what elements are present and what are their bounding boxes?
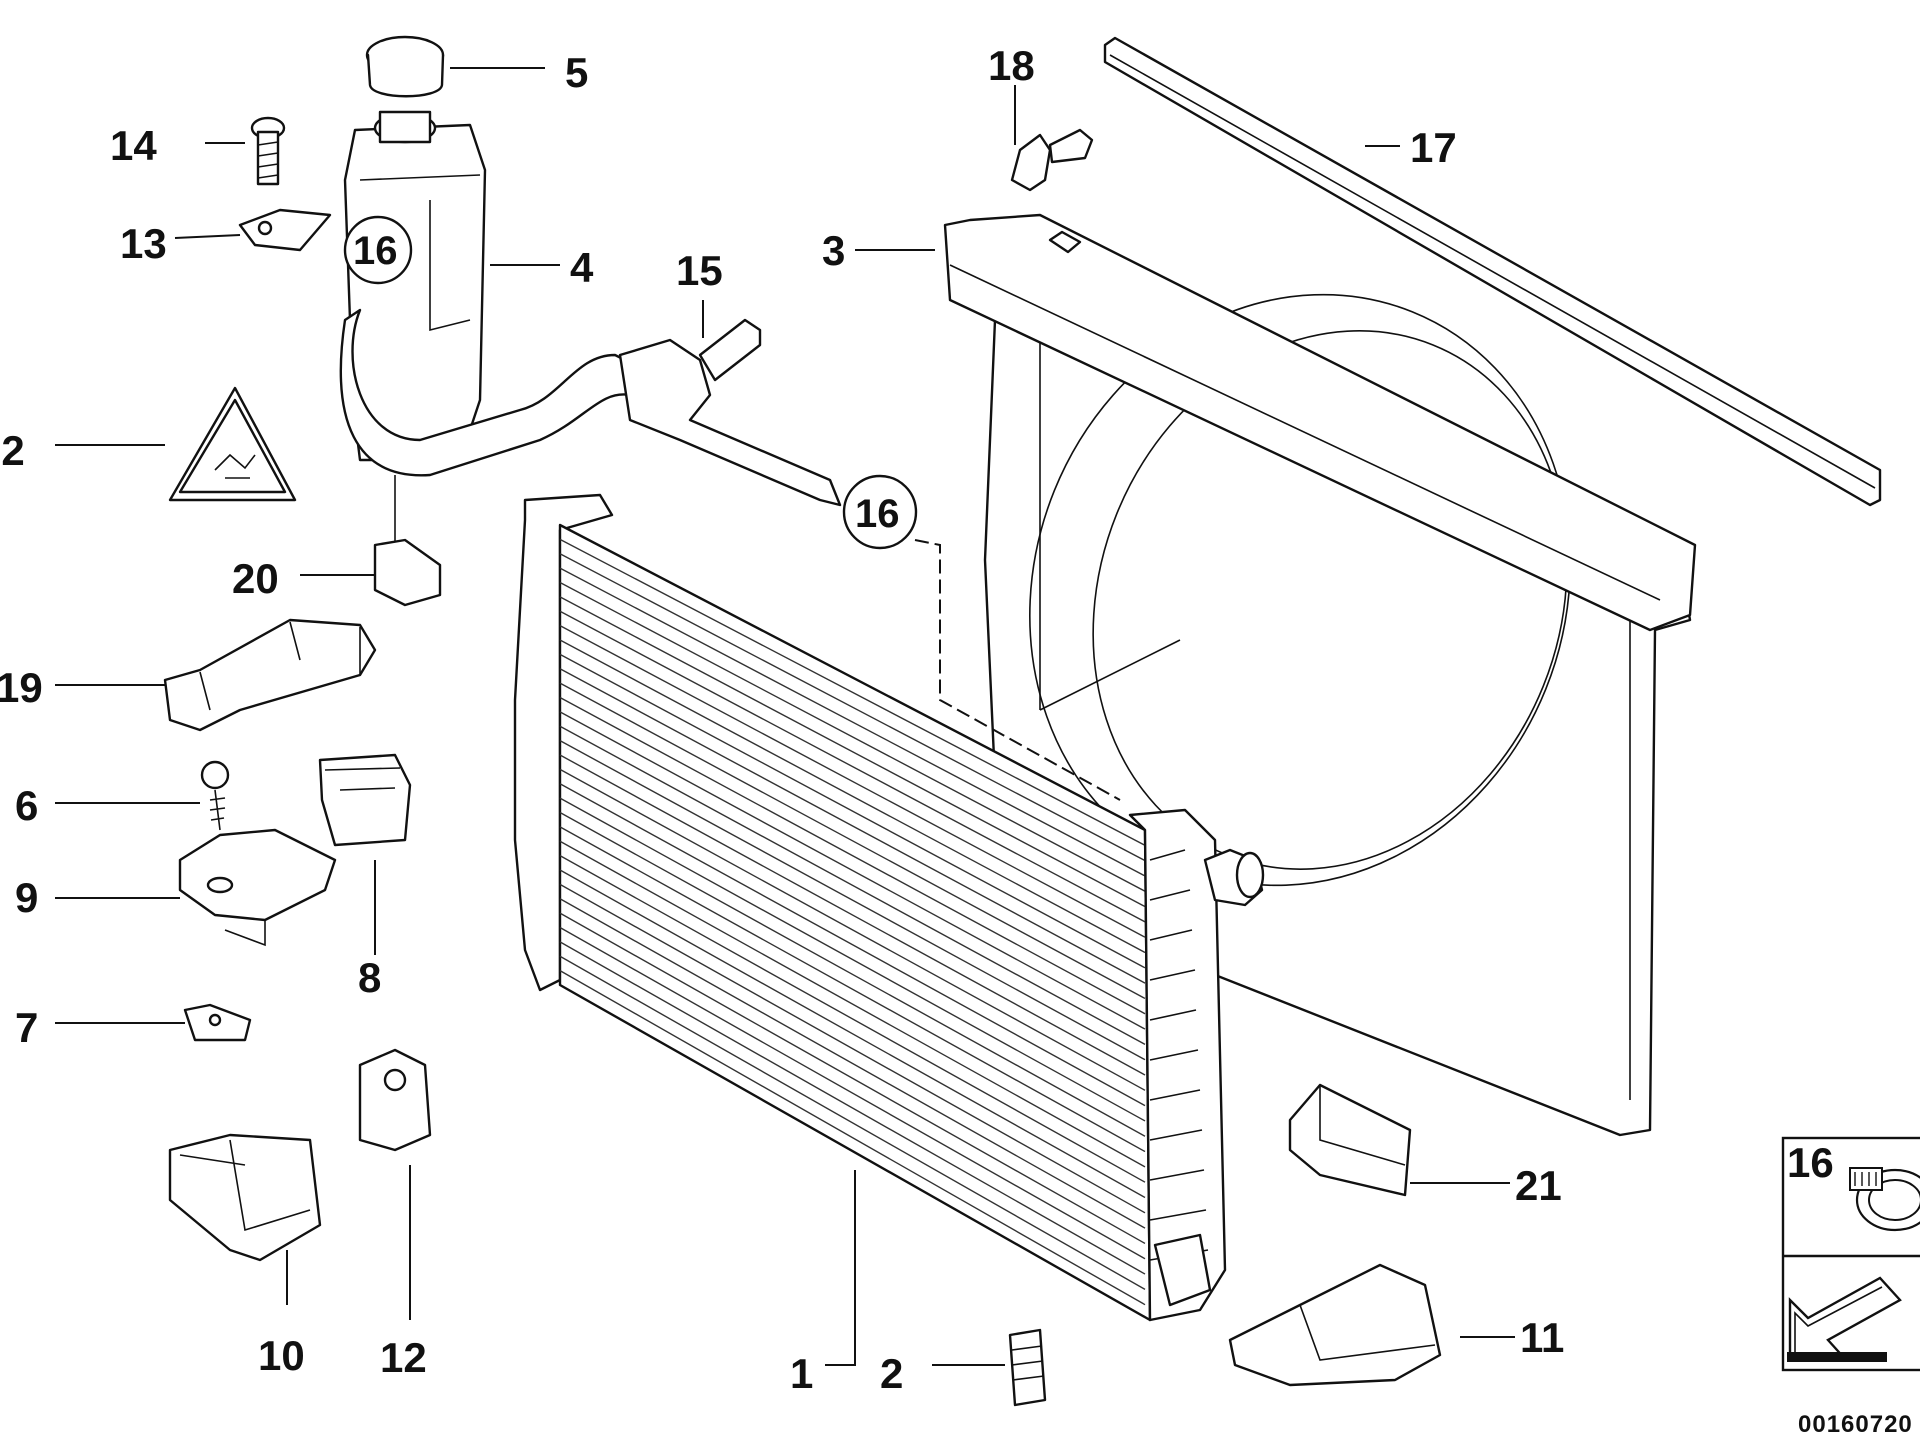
radiator-fin bbox=[559, 625, 1146, 938]
radiator-fin bbox=[559, 826, 1146, 1153]
radiator-fin bbox=[559, 696, 1146, 1015]
radiator-fin bbox=[559, 797, 1146, 1122]
callout-7: 7 bbox=[15, 1004, 38, 1051]
air-guide-11 bbox=[1228, 1263, 1442, 1387]
inset-label: 16 bbox=[1787, 1139, 1834, 1186]
radiator-fin bbox=[559, 596, 1146, 908]
sensor-20 bbox=[373, 475, 442, 607]
radiator-fin bbox=[559, 567, 1146, 877]
legend-inset: 16 bbox=[1781, 1136, 1920, 1372]
radiator-fin bbox=[559, 955, 1146, 1290]
radiator-fin bbox=[559, 610, 1146, 923]
holder-21 bbox=[1288, 1083, 1412, 1197]
callout-6: 6 bbox=[15, 782, 38, 829]
radiator-fin bbox=[559, 840, 1146, 1168]
drain-plug bbox=[1008, 1328, 1047, 1407]
callout-21: 21 bbox=[1515, 1162, 1562, 1209]
coolant-hose bbox=[618, 318, 842, 507]
radiator-fin bbox=[559, 740, 1146, 1061]
radiator-fin bbox=[559, 668, 1146, 984]
callout-9: 9 bbox=[15, 874, 38, 921]
callout-10: 10 bbox=[258, 1332, 305, 1379]
callout-1: 1 bbox=[790, 1350, 813, 1397]
radiator-fin bbox=[559, 811, 1146, 1137]
hose-clamp-icon bbox=[1849, 1167, 1920, 1232]
callout-labels: 1 2 3 4 5 6 7 8 9 10 11 12 13 14 15 17 1… bbox=[0, 42, 1564, 1397]
radiator-fin bbox=[559, 926, 1146, 1260]
callout-8: 8 bbox=[358, 954, 381, 1001]
radiator-fin bbox=[559, 970, 1146, 1306]
radiator-fin bbox=[559, 783, 1146, 1107]
radiator-fin bbox=[559, 682, 1146, 1000]
bracket-19 bbox=[163, 618, 377, 732]
callout-11: 11 bbox=[1520, 1314, 1564, 1361]
bolt-14 bbox=[250, 116, 286, 186]
callout-13: 13 bbox=[120, 220, 167, 267]
radiator-fin bbox=[559, 754, 1146, 1076]
leader-lines bbox=[55, 67, 1515, 1366]
radiator-fin bbox=[559, 768, 1146, 1091]
rubber-buffer-12 bbox=[358, 1048, 432, 1152]
callout-5: 5 bbox=[565, 49, 588, 96]
expansion-rivet bbox=[1010, 128, 1094, 192]
radiator-fin bbox=[559, 869, 1146, 1199]
callout-2: 2 bbox=[880, 1350, 903, 1397]
radiator-fin bbox=[559, 725, 1146, 1045]
radiator-fin bbox=[559, 711, 1146, 1030]
radiator-fin bbox=[559, 855, 1146, 1183]
radiator-fin bbox=[559, 898, 1146, 1229]
radiator-fin bbox=[559, 883, 1146, 1214]
radiator bbox=[513, 493, 1265, 1322]
callout-3: 3 bbox=[822, 227, 845, 274]
callout-18: 18 bbox=[988, 42, 1035, 89]
screw-6 bbox=[200, 760, 230, 831]
radiator-fin bbox=[559, 553, 1146, 862]
seal-strip bbox=[1103, 36, 1882, 507]
callout-14: 14 bbox=[110, 122, 157, 169]
radiator-fin bbox=[559, 639, 1146, 954]
expansion-tank bbox=[339, 110, 637, 477]
callout-19: 19 bbox=[0, 664, 43, 711]
callout-17: 17 bbox=[1410, 124, 1457, 171]
callout-16-b: 16 bbox=[855, 492, 900, 536]
callout-15: 15 bbox=[676, 247, 723, 294]
callout-22: 22 bbox=[0, 427, 25, 474]
radiator-fin bbox=[559, 653, 1146, 969]
clip-nut-7 bbox=[183, 1003, 252, 1042]
callout-16-a: 16 bbox=[353, 229, 398, 273]
hose-clamp-marker-b bbox=[842, 474, 918, 550]
clip-13 bbox=[238, 208, 332, 252]
rubber-mount-8 bbox=[318, 753, 412, 847]
radiator-fin bbox=[559, 912, 1146, 1245]
warning-sign bbox=[168, 386, 297, 502]
callout-12: 12 bbox=[380, 1334, 427, 1381]
direction-arrow-icon bbox=[1787, 1276, 1902, 1362]
radiator-fin bbox=[559, 581, 1146, 892]
hose-clamp-marker-a bbox=[343, 215, 413, 285]
diagram-reference-number: 00160720 bbox=[1798, 1411, 1913, 1438]
radiator-fin bbox=[559, 941, 1146, 1275]
radiator-fin bbox=[559, 538, 1146, 846]
radiator-fins bbox=[559, 538, 1146, 1306]
expansion-tank-cap bbox=[365, 35, 445, 98]
callout-20: 20 bbox=[232, 555, 279, 602]
callout-4: 4 bbox=[570, 244, 594, 291]
air-duct-10 bbox=[168, 1133, 322, 1262]
bracket-9 bbox=[178, 828, 337, 947]
